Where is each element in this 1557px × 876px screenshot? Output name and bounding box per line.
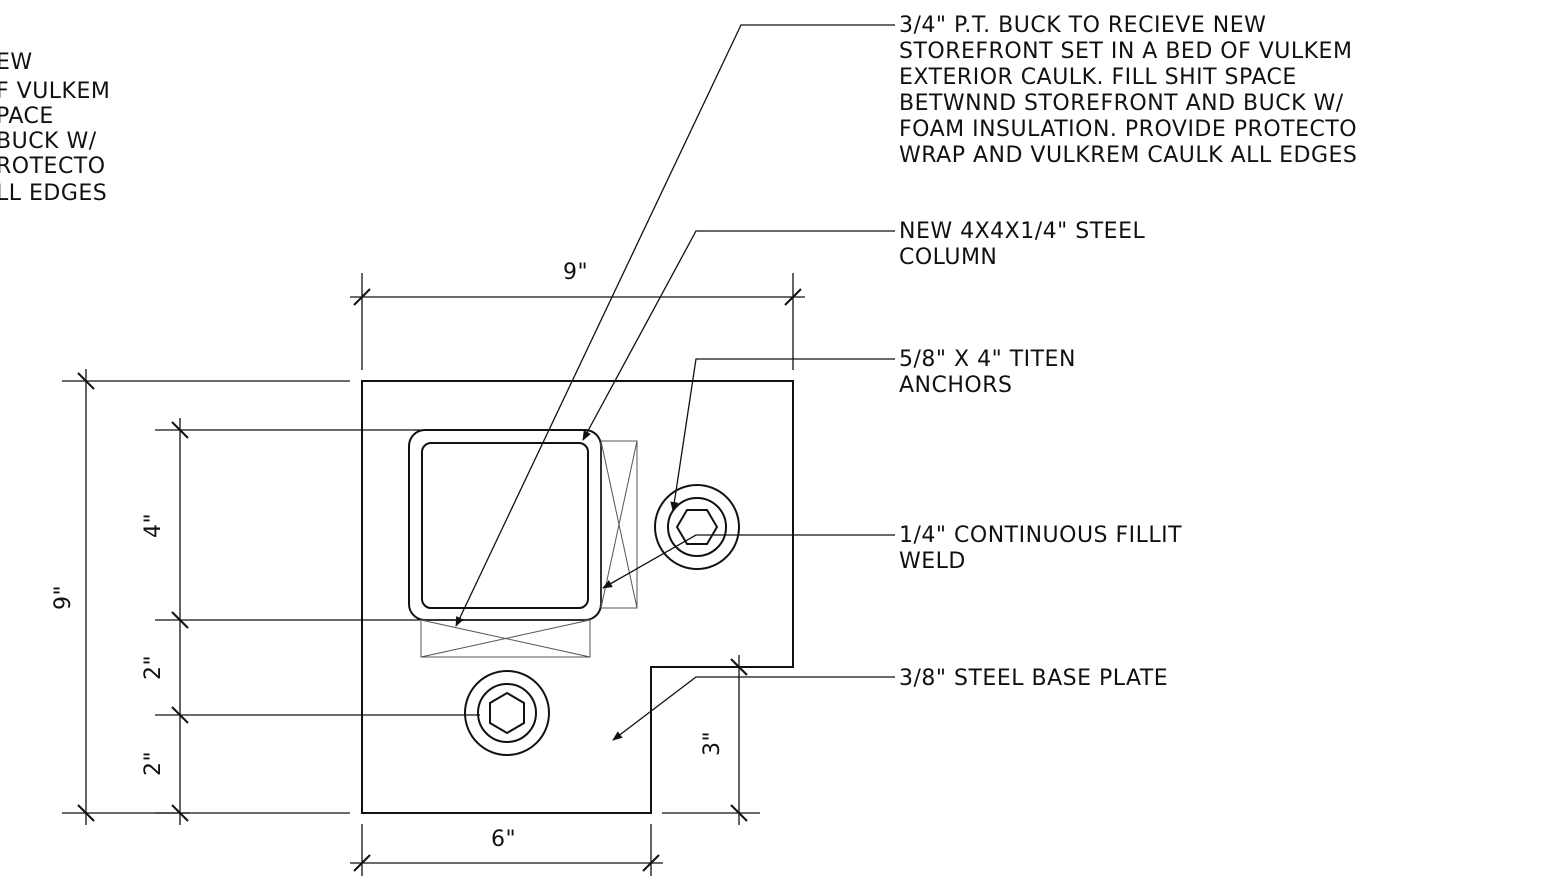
leader-column bbox=[582, 230, 895, 441]
callout-buck: 3/4" P.T. BUCK TO RECIEVE NEW STOREFRONT… bbox=[899, 13, 1357, 168]
leader-anchors bbox=[670, 358, 895, 512]
leader-weld bbox=[602, 534, 895, 589]
callout-weld-line-2: WELD bbox=[899, 549, 966, 574]
callout-buck-line-5: FOAM INSULATION. PROVIDE PROTECTO bbox=[899, 117, 1357, 142]
dimension-bottom-width-label: 6" bbox=[491, 827, 516, 852]
cropped-note: EW F VULKEM PACE BUCK W/ ROTECTO LL EDGE… bbox=[0, 50, 110, 206]
dimension-left-height: 9" bbox=[51, 369, 350, 825]
cropped-note-line-6: LL EDGES bbox=[0, 181, 107, 206]
dimension-top-width: 9" bbox=[350, 260, 805, 370]
callout-anchors-line-2: ANCHORS bbox=[899, 373, 1012, 398]
cropped-note-line-1: EW bbox=[0, 50, 33, 75]
callout-anchors: 5/8" X 4" TITEN ANCHORS bbox=[899, 347, 1076, 398]
callout-buck-line-2: STOREFRONT SET IN A BED OF VULKEM bbox=[899, 39, 1352, 64]
dimension-lower-anchor-label: 2" bbox=[141, 751, 166, 776]
base-plate-outline bbox=[361, 380, 794, 814]
anchor-bolt-upper bbox=[654, 484, 740, 570]
cropped-note-line-3: PACE bbox=[0, 104, 54, 129]
callout-buck-line-1: 3/4" P.T. BUCK TO RECIEVE NEW bbox=[899, 13, 1266, 38]
callout-base-plate-line-1: 3/8" STEEL BASE PLATE bbox=[899, 666, 1168, 691]
callout-column-line-2: COLUMN bbox=[899, 245, 997, 270]
callout-base-plate: 3/8" STEEL BASE PLATE bbox=[899, 666, 1168, 691]
dimension-upper-anchor-label: 2" bbox=[141, 655, 166, 680]
callout-buck-line-6: WRAP AND VULKREM CAULK ALL EDGES bbox=[899, 143, 1357, 168]
callout-weld: 1/4" CONTINUOUS FILLIT WELD bbox=[899, 523, 1182, 574]
callout-anchors-line-1: 5/8" X 4" TITEN bbox=[899, 347, 1076, 372]
dimension-notch-height: 3" bbox=[662, 655, 760, 825]
cropped-note-line-2: F VULKEM bbox=[0, 79, 110, 104]
callout-column: NEW 4X4X1/4" STEEL COLUMN bbox=[899, 219, 1145, 270]
leader-base-plate bbox=[612, 676, 895, 741]
dimension-notch-height-label: 3" bbox=[700, 731, 725, 756]
leader-buck bbox=[455, 24, 895, 627]
dimension-left-height-label: 9" bbox=[51, 585, 76, 610]
dimension-column-stack: 4" 2" 2" bbox=[141, 418, 480, 825]
callout-buck-line-4: BETWNND STOREFRONT AND BUCK W/ bbox=[899, 91, 1344, 116]
steel-column bbox=[408, 429, 602, 621]
callout-column-line-1: NEW 4X4X1/4" STEEL bbox=[899, 219, 1145, 244]
cropped-note-line-5: ROTECTO bbox=[0, 154, 106, 179]
anchor-bolt-lower bbox=[464, 670, 550, 756]
callout-buck-line-3: EXTERIOR CAULK. FILL SHIT SPACE bbox=[899, 65, 1297, 90]
cropped-note-line-4: BUCK W/ bbox=[0, 129, 97, 154]
dimension-top-width-label: 9" bbox=[563, 260, 588, 285]
dimension-column-depth-label: 4" bbox=[141, 513, 166, 538]
callout-weld-line-1: 1/4" CONTINUOUS FILLIT bbox=[899, 523, 1182, 548]
dimension-bottom-width: 6" bbox=[350, 824, 663, 876]
